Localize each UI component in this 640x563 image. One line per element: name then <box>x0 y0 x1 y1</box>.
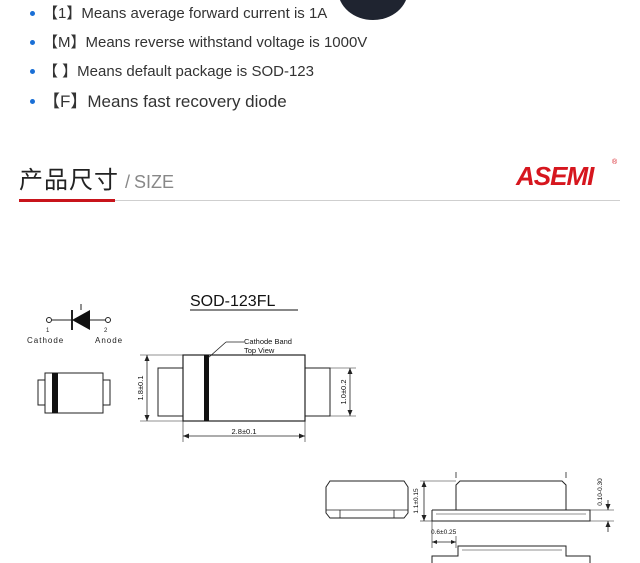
section-heading: 产品尺寸 /SIZE <box>19 160 174 195</box>
top-view-label: Top View <box>244 346 275 355</box>
cathode-label: Cathode <box>27 336 64 345</box>
lead-width-dimension <box>330 367 356 417</box>
list-item: 【F】Means fast recovery diode <box>30 92 287 112</box>
lead-length-dimension <box>431 521 457 548</box>
main-package-top-view <box>157 354 331 422</box>
package-front-view <box>431 472 591 522</box>
section-title-en: SIZE <box>134 172 175 192</box>
dim-body-height-label: 1.1±0.15 <box>413 488 420 514</box>
lead-thickness-dimension <box>590 500 614 532</box>
bullet-dot-icon <box>30 10 35 16</box>
package-name: SOD-123FL <box>190 293 275 310</box>
anode-label: Anode <box>95 336 123 345</box>
list-item: 【 】Means default package is SOD-123 <box>30 62 314 82</box>
dim-height-label: 1.8±0.1 <box>136 376 145 401</box>
diode-symbol-icon <box>46 304 111 330</box>
cathode-band-label: Cathode Band <box>244 337 292 346</box>
section-title-cn: 产品尺寸 <box>19 167 119 194</box>
bullet-dot-icon <box>30 99 35 105</box>
height-dimension <box>140 354 183 422</box>
bullet-dot-icon <box>30 68 35 74</box>
bullet-dot-icon <box>30 39 35 45</box>
pin2-label: 2 <box>104 328 108 334</box>
body-height-dimension <box>420 480 456 522</box>
registered-mark: ® <box>612 159 618 166</box>
section-divider-accent <box>19 199 115 202</box>
section-title-separator: / <box>125 172 131 192</box>
width-dimension <box>182 421 306 442</box>
package-side-view <box>325 480 409 519</box>
small-package-view <box>37 372 111 414</box>
list-item: 【M】Means reverse withstand voltage is 10… <box>30 33 367 53</box>
dim-lead-length-label: 0.6±0.25 <box>431 529 457 536</box>
section-divider <box>19 200 620 201</box>
decorative-circle <box>338 0 408 20</box>
dim-lead-width-label: 1.0±0.2 <box>339 380 348 405</box>
dim-lead-thickness-label: 0.10-0.30 <box>597 478 604 506</box>
pin1-label: 1 <box>46 328 50 334</box>
package-bottom-view <box>431 545 591 563</box>
brand-logo: ASEMI <box>516 161 594 191</box>
dim-width-label: 2.8±0.1 <box>232 427 257 436</box>
list-item: 【1】Means average forward current is 1A <box>30 4 327 24</box>
